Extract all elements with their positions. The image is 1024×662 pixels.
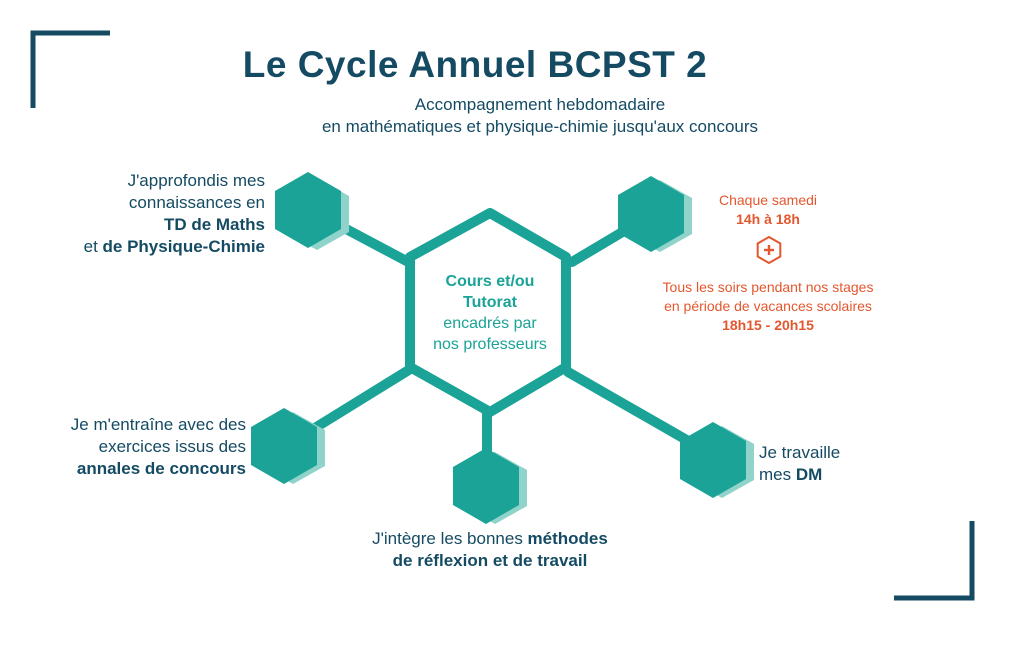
node-label-mid-left: Je m'entraîne avec des exercices issus d… bbox=[20, 414, 246, 480]
hexagon-mid-left bbox=[251, 408, 325, 484]
schedule-holidays: Tous les soirs pendant nos stages en pér… bbox=[618, 278, 918, 335]
bottom-right-line-1: Je travaille bbox=[759, 443, 841, 462]
mid-left-line-1: Je m'entraîne avec des bbox=[70, 415, 246, 434]
hexagon-top-right bbox=[618, 176, 692, 252]
subtitle-line-1: Accompagnement hebdomadaire bbox=[414, 95, 666, 114]
holidays-line-2: en période de vacances scolaires bbox=[664, 298, 872, 314]
bottom-line-2: de réflexion et de travail bbox=[392, 551, 588, 570]
corner-bracket-top-left bbox=[30, 30, 110, 108]
hexagon-top-left bbox=[275, 172, 349, 250]
center-line-2: Tutorat bbox=[463, 294, 517, 311]
center-hexagon bbox=[405, 208, 571, 417]
hexagon-bottom-right bbox=[680, 422, 754, 498]
page-title: Le Cycle Annuel BCPST 2 bbox=[242, 44, 708, 85]
top-left-line-3: TD de Maths bbox=[163, 215, 265, 234]
schedule-saturday: Chaque samedi 14h à 18h bbox=[668, 191, 868, 229]
center-line-3: encadrés par bbox=[443, 315, 537, 332]
bottom-right-line-2-bold: DM bbox=[795, 465, 823, 484]
holidays-line-1: Tous les soirs pendant nos stages bbox=[662, 279, 874, 295]
hexagon-bottom bbox=[453, 448, 527, 524]
node-label-top-left: J'approfondis mes connaissances en TD de… bbox=[30, 170, 265, 258]
bottom-line-1-prefix: J'intègre les bonnes bbox=[372, 529, 528, 548]
mid-left-line-2: exercices issus des bbox=[98, 437, 246, 456]
subtitle-line-2: en mathématiques et physique-chimie jusq… bbox=[321, 117, 759, 136]
plus-icon bbox=[756, 236, 782, 264]
holidays-hours: 18h15 - 20h15 bbox=[722, 317, 814, 333]
top-left-line-4-bold: de Physique-Chimie bbox=[102, 237, 265, 256]
center-line-1: Cours et/ou bbox=[445, 273, 535, 290]
node-label-bottom-right: Je travaille mes DM bbox=[759, 442, 899, 486]
saturday-hours: 14h à 18h bbox=[736, 211, 800, 227]
node-label-bottom: J'intègre les bonnes méthodes de réflexi… bbox=[330, 528, 650, 572]
center-label: Cours et/ou Tutorat encadrés par nos pro… bbox=[405, 271, 575, 355]
center-line-4: nos professeurs bbox=[433, 336, 547, 353]
top-left-line-2: connaissances en bbox=[128, 193, 265, 212]
mid-left-line-3: annales de concours bbox=[76, 459, 246, 478]
page-subtitle: Accompagnement hebdomadaire en mathémati… bbox=[200, 94, 880, 138]
top-left-line-4-prefix: et bbox=[83, 237, 103, 256]
corner-bracket-bottom-right bbox=[894, 521, 975, 601]
top-left-line-1: J'approfondis mes bbox=[127, 171, 265, 190]
bottom-right-line-2-prefix: mes bbox=[759, 465, 796, 484]
saturday-label: Chaque samedi bbox=[718, 192, 818, 208]
bottom-line-1-bold: méthodes bbox=[527, 529, 608, 548]
